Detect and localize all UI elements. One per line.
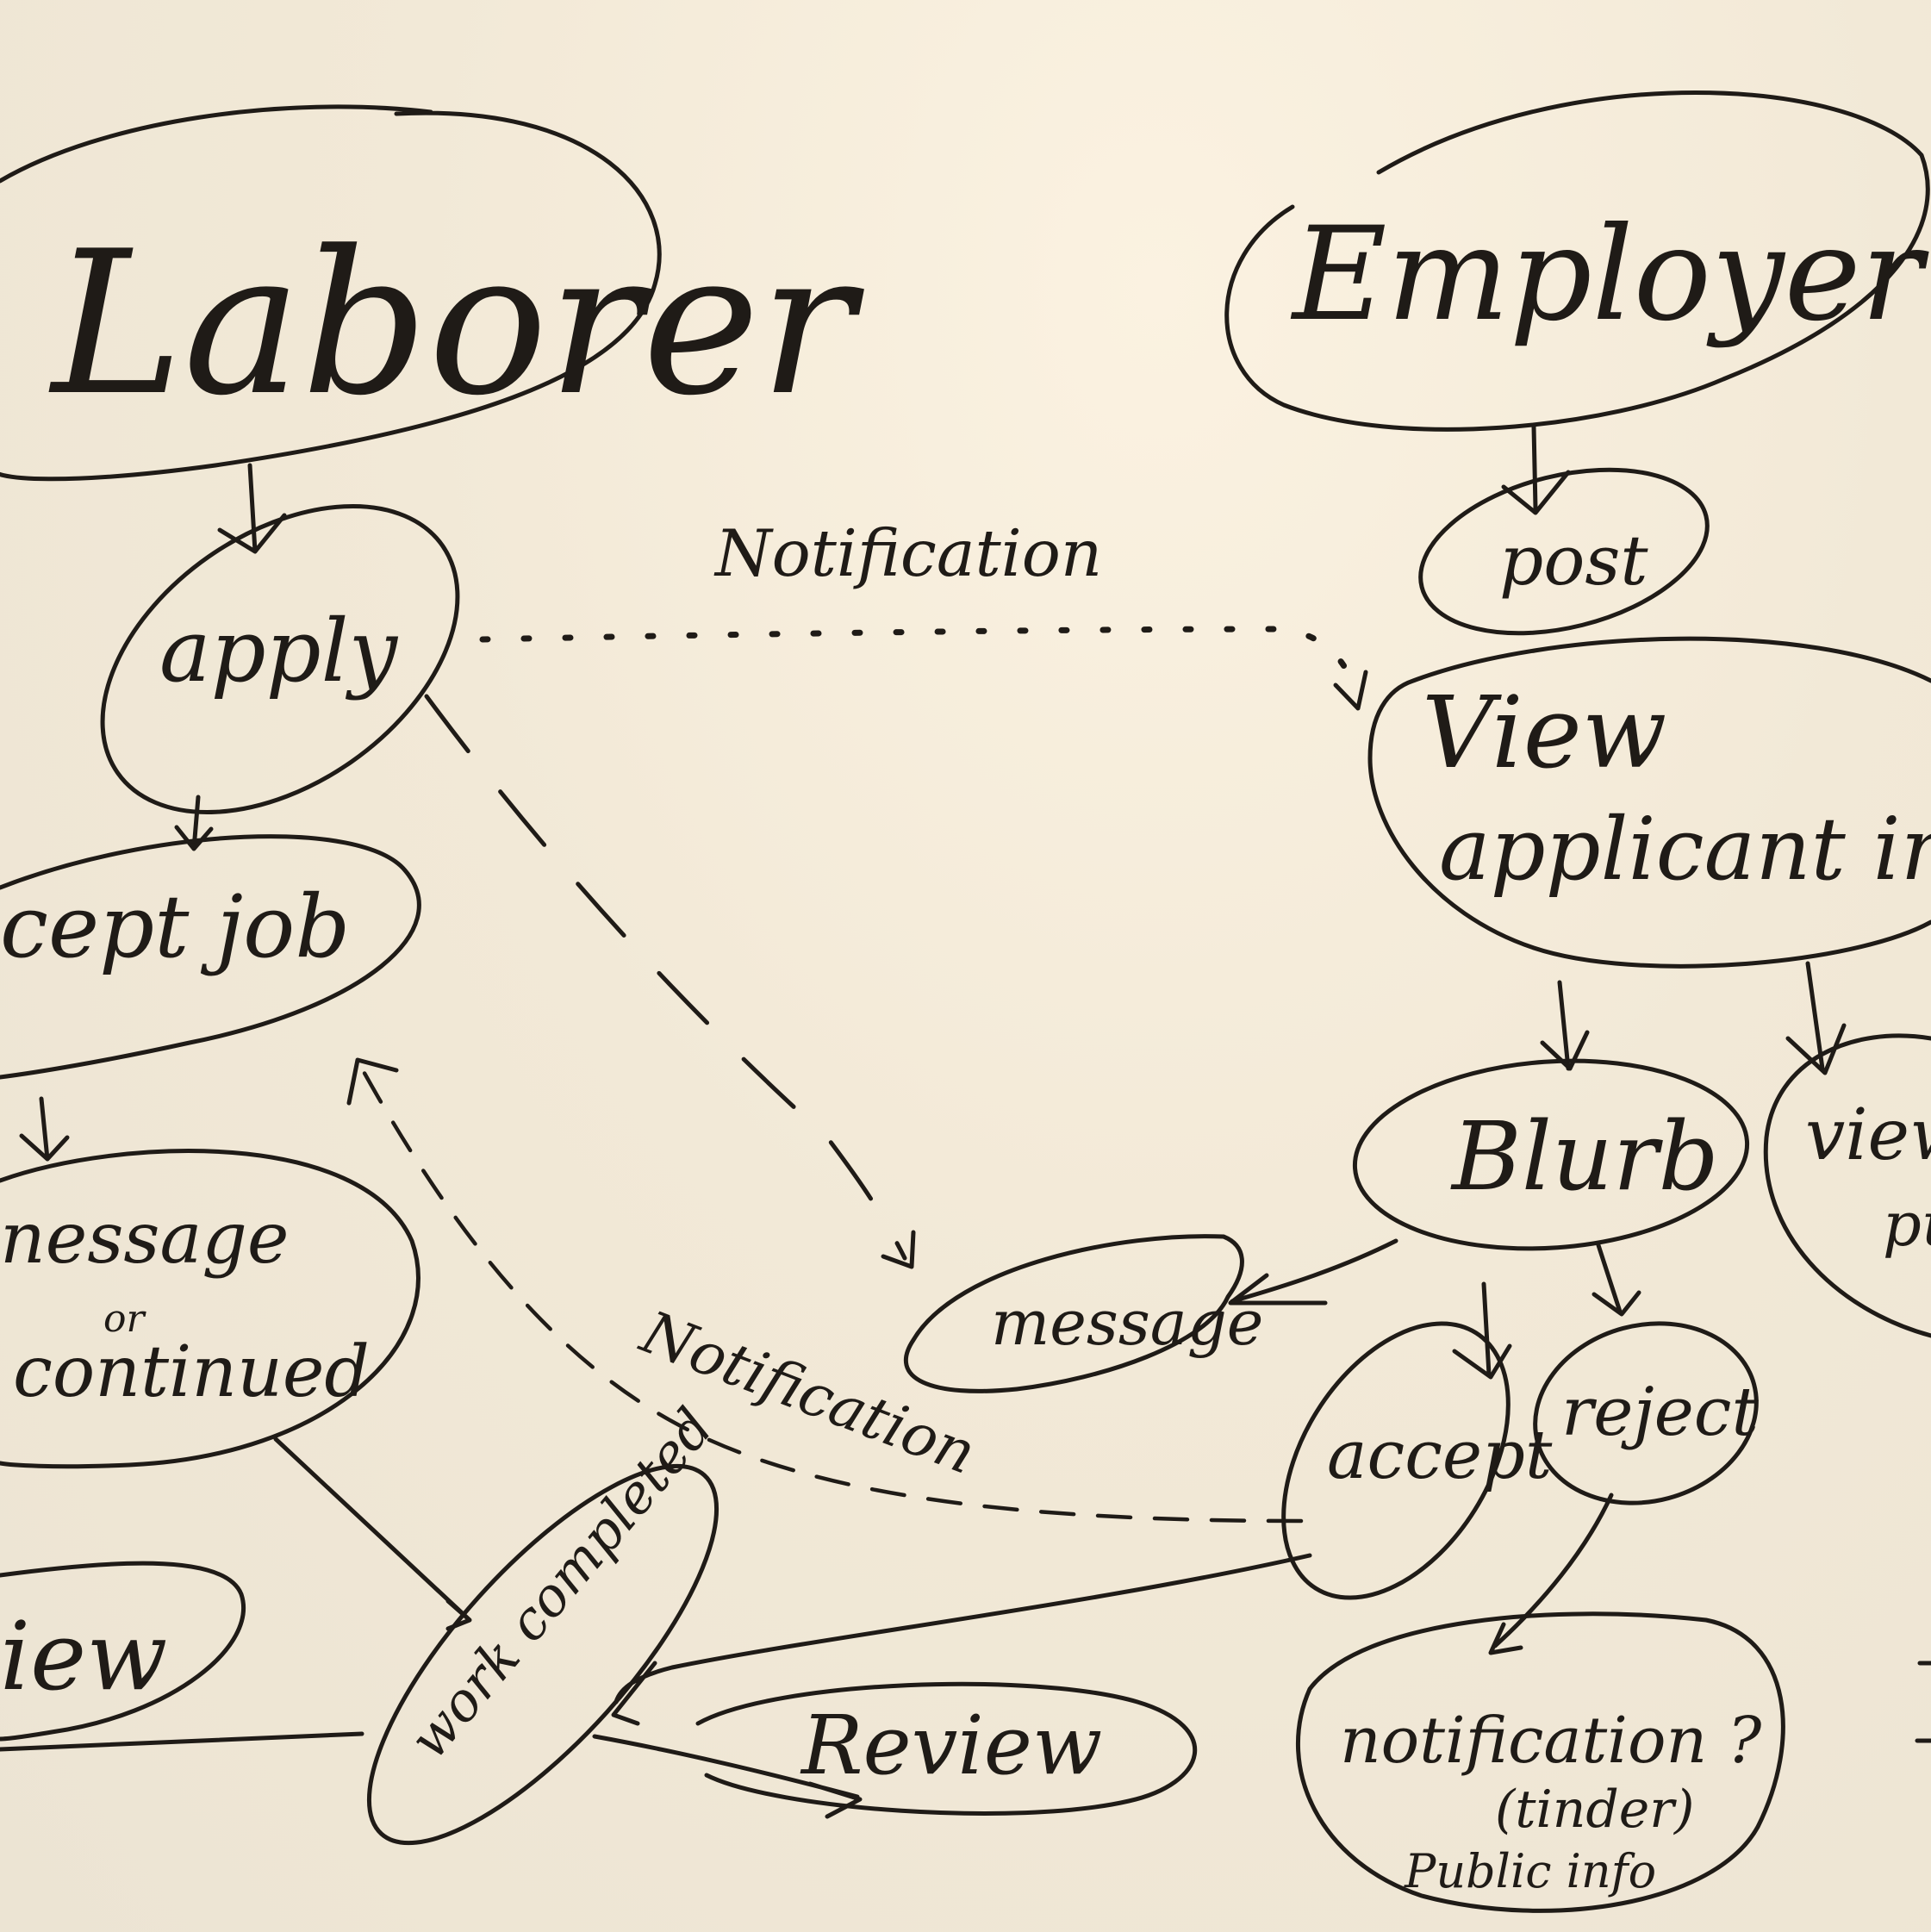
- accept-label: accept: [1327, 1417, 1553, 1494]
- arrow-blurb-message: [1228, 1238, 1398, 1306]
- stray-mark: [1915, 1661, 1931, 1743]
- employer-label: Employer: [1290, 200, 1930, 350]
- view-public-line1: view: [1805, 1094, 1931, 1176]
- edge-apply-message: [424, 694, 916, 1269]
- node-work-completed: work completed: [366, 1396, 726, 1846]
- view-public-line2: pu: [1883, 1189, 1931, 1260]
- laborer-label: Laborer: [48, 209, 865, 439]
- view-applicant-line1: View: [1422, 676, 1666, 791]
- node-notification-tinder: notification ? (tinder) Public info: [1296, 1611, 1785, 1913]
- node-view-public: view pu: [1763, 1033, 1931, 1338]
- arrow-laborer-apply: [217, 463, 287, 554]
- post-label: post: [1499, 520, 1648, 601]
- arrow-workcompleted-review: [592, 1734, 863, 1819]
- arrow-workcompleted-reviewleft: [0, 1731, 364, 1752]
- review-left-label: iew: [0, 1601, 167, 1711]
- reject-label: reject: [1561, 1374, 1759, 1451]
- node-blurb: Blurb: [1352, 1058, 1750, 1251]
- node-reject: reject: [1533, 1321, 1759, 1505]
- arrow-blurb-reject: [1592, 1243, 1641, 1317]
- arrow-accept-workcompleted: [611, 1553, 1312, 1726]
- message-line2: or: [103, 1297, 146, 1341]
- node-employer: Employer: [1224, 90, 1930, 432]
- message-line3: continued: [13, 1331, 370, 1413]
- arrow-message-workcompleted: [273, 1437, 472, 1631]
- arrow-acceptjob-message: [19, 1096, 70, 1162]
- node-message-or-continued: nessage or continued: [0, 1149, 420, 1469]
- notification-line3: Public info: [1404, 1844, 1656, 1898]
- arrow-blurb-accept: [1452, 1281, 1512, 1380]
- node-laborer: Laborer: [0, 104, 865, 482]
- apply-label: apply: [159, 601, 399, 701]
- message-mid-label: message: [991, 1287, 1263, 1359]
- node-view-applicant-info: View applicant info: [1367, 636, 1931, 969]
- review-label: Review: [800, 1698, 1102, 1793]
- node-post: post: [1418, 467, 1710, 636]
- notification-line2: (tinder): [1495, 1779, 1694, 1840]
- arrow-viewinfo-viewpublic: [1785, 961, 1847, 1075]
- work-completed-label: work completed: [397, 1396, 726, 1770]
- view-applicant-line2: applicant info: [1439, 799, 1931, 900]
- accept-job-label: cept job: [0, 876, 350, 977]
- edge-notification-top: Notification: [479, 515, 1368, 711]
- node-review: Review: [695, 1681, 1198, 1816]
- node-accept: accept: [1281, 1321, 1553, 1600]
- node-review-left: iew: [0, 1561, 246, 1742]
- message-line1: nessage: [0, 1198, 289, 1280]
- node-message-mid: message: [903, 1234, 1263, 1393]
- node-apply: apply: [100, 503, 460, 815]
- node-accept-job: cept job: [0, 834, 421, 1080]
- notification-top-label: Notification: [713, 515, 1102, 591]
- arrow-reject-notification: [1488, 1493, 1614, 1655]
- arrow-viewinfo-blurb: [1540, 980, 1590, 1071]
- blurb-label: Blurb: [1450, 1101, 1719, 1212]
- arrow-employer-post: [1501, 424, 1571, 515]
- notification-line1: notification ?: [1340, 1704, 1763, 1778]
